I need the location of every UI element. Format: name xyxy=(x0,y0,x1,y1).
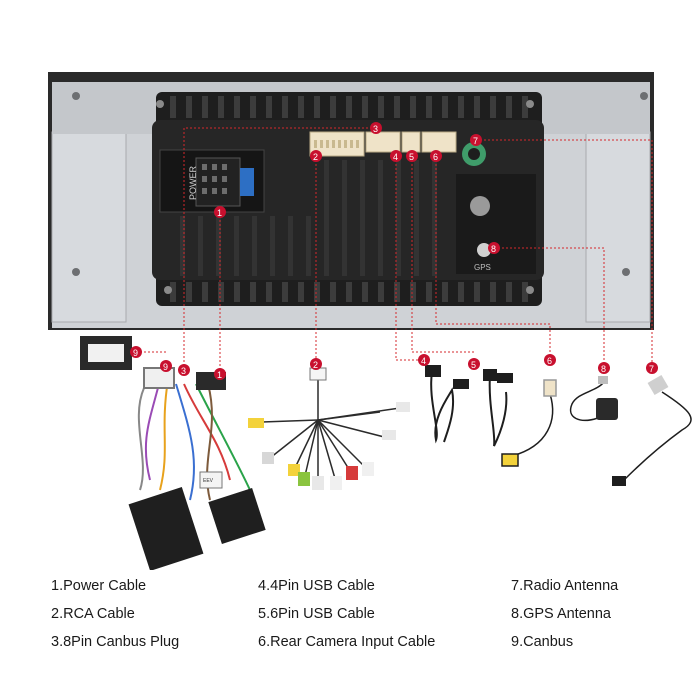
svg-text:4: 4 xyxy=(393,152,398,162)
small-plug-label: EEV xyxy=(203,478,214,484)
legend-item-canbus: 9.Canbus xyxy=(511,634,574,650)
legend-item-6pin-usb: 5.6Pin USB Cable xyxy=(258,606,375,622)
radio-antenna-socket xyxy=(462,142,486,166)
svg-text:8: 8 xyxy=(601,364,606,374)
power-connector: POWER xyxy=(159,149,265,213)
gps-socket: GPS xyxy=(456,174,536,274)
marker-4-bottom: 4 xyxy=(418,354,430,366)
marker-7-bottom: 7 xyxy=(646,362,658,374)
right-bracket xyxy=(585,131,651,323)
svg-text:9: 9 xyxy=(163,362,168,372)
connection-diagram: POWER GPS xyxy=(48,72,692,570)
legend-item-rca-cable: 2.RCA Cable xyxy=(51,606,135,622)
gps-label: GPS xyxy=(474,263,491,272)
marker-4-top: 4 xyxy=(390,150,402,162)
svg-text:4: 4 xyxy=(421,356,426,366)
rca-plugs xyxy=(248,367,410,490)
svg-text:9: 9 xyxy=(133,348,138,358)
legend: 1.Power Cable 2.RCA Cable 3.8Pin Canbus … xyxy=(0,572,700,672)
svg-text:2: 2 xyxy=(313,152,318,162)
marker-5-top: 5 xyxy=(406,150,418,162)
usb6-connector xyxy=(421,131,457,153)
svg-text:6: 6 xyxy=(547,356,552,366)
legend-item-gps-antenna: 8.GPS Antenna xyxy=(511,606,611,622)
svg-text:5: 5 xyxy=(409,152,414,162)
marker-6-top: 6 xyxy=(430,150,442,162)
marker-2-top: 2 xyxy=(310,150,322,162)
marker-6-bottom: 6 xyxy=(544,354,556,366)
marker-3-top: 3 xyxy=(370,122,382,134)
legend-column-1: 1.Power Cable 2.RCA Cable 3.8Pin Canbus … xyxy=(51,572,179,656)
gps-antenna xyxy=(569,376,618,422)
legend-item-rear-camera: 6.Rear Camera Input Cable xyxy=(258,634,436,650)
legend-item-radio-antenna: 7.Radio Antenna xyxy=(511,578,619,594)
svg-text:3: 3 xyxy=(181,366,186,376)
iso-connectors: EEV xyxy=(128,471,266,570)
canbus-connector xyxy=(365,131,401,153)
svg-text:8: 8 xyxy=(491,244,496,254)
svg-text:1: 1 xyxy=(217,370,222,380)
marker-1-bottom: 1 xyxy=(214,368,226,380)
marker-9-bottom-b: 9 xyxy=(160,360,172,372)
radio-antenna-cable xyxy=(612,374,692,486)
svg-text:7: 7 xyxy=(473,136,478,146)
usb6-cable xyxy=(483,369,513,447)
marker-7-top: 7 xyxy=(470,134,482,146)
marker-2-bottom: 2 xyxy=(310,358,322,370)
marker-8-top: 8 xyxy=(488,242,500,254)
heatsink-fins xyxy=(170,96,528,302)
marker-8-bottom: 8 xyxy=(598,362,610,374)
canbus-box xyxy=(80,336,132,370)
leader-lines xyxy=(140,127,653,370)
usb4-cable xyxy=(425,365,469,444)
svg-text:5: 5 xyxy=(471,360,476,370)
legend-item-canbus-plug: 3.8Pin Canbus Plug xyxy=(51,634,180,650)
power-harness xyxy=(137,367,251,501)
camera-cable xyxy=(501,379,557,467)
marker-3-bottom: 3 xyxy=(178,364,190,376)
svg-text:6: 6 xyxy=(433,152,438,162)
legend-column-3: 7.Radio Antenna 8.GPS Antenna 9.Canbus xyxy=(511,572,618,656)
svg-text:2: 2 xyxy=(313,360,318,370)
marker-9-bottom: 9 xyxy=(130,346,142,358)
svg-text:1: 1 xyxy=(217,208,222,218)
marker-1-top: 1 xyxy=(214,206,226,218)
svg-text:7: 7 xyxy=(649,364,654,374)
usb4-connector xyxy=(401,131,421,153)
marker-5-bottom: 5 xyxy=(468,358,480,370)
rca-harness xyxy=(261,376,401,484)
legend-column-2: 4.4Pin USB Cable 5.6Pin USB Cable 6.Rear… xyxy=(258,572,435,656)
legend-item-4pin-usb: 4.4Pin USB Cable xyxy=(258,578,375,594)
svg-text:3: 3 xyxy=(373,124,378,134)
power-label: POWER xyxy=(188,165,198,200)
left-bracket xyxy=(51,131,127,323)
legend-item-power-cable: 1.Power Cable xyxy=(51,578,147,594)
